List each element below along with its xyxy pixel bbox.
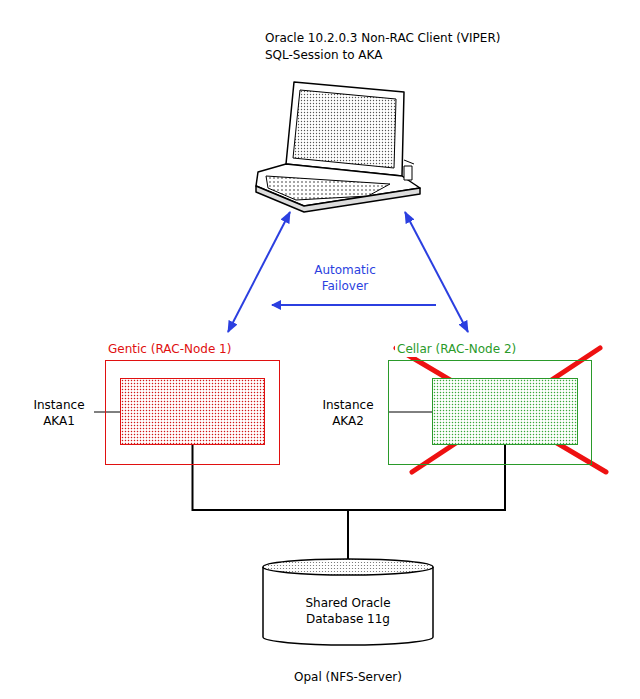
laptop-illustration bbox=[256, 82, 420, 212]
node-text: Cellar (RAC-Node 2) bbox=[395, 341, 518, 357]
annotation-label: Automatic Failover bbox=[295, 262, 395, 294]
client-laptop: Oracle 10.2.0.3 Non-RAC Client (VIPER)SQ… bbox=[255, 28, 555, 210]
failover-arrow bbox=[272, 304, 436, 306]
node-text: Opal (NFS-Server) bbox=[258, 669, 438, 685]
node-text: Instance AKA2 bbox=[315, 397, 381, 429]
instance-box: Instance AKA1 bbox=[120, 378, 265, 445]
rac-node-box: Gentic (RAC-Node 1) Instance AKA1 bbox=[100, 340, 285, 468]
node-text: Oracle 10.2.0.3 Non-RAC Client (VIPER) bbox=[265, 30, 500, 46]
bus-line bbox=[348, 445, 505, 559]
database-cylinder bbox=[263, 559, 433, 645]
node-text: Instance AKA1 bbox=[26, 397, 92, 429]
node-text: SQL-Session to AKA bbox=[265, 47, 382, 63]
node-text: Shared Oracle Database 11g bbox=[283, 595, 413, 627]
node-text: Gentic (RAC-Node 1) bbox=[106, 341, 233, 357]
database-node: Shared Oracle Database 11gOpal (NFS-Serv… bbox=[258, 559, 438, 690]
session-arrow bbox=[228, 212, 290, 332]
instance-box: Instance AKA2 bbox=[432, 378, 578, 445]
rac-node-box: Cellar (RAC-Node 2) Instance AKA2 bbox=[383, 340, 597, 468]
failure-cross bbox=[396, 348, 606, 472]
bus-line bbox=[193, 445, 349, 559]
session-arrow bbox=[405, 212, 468, 332]
